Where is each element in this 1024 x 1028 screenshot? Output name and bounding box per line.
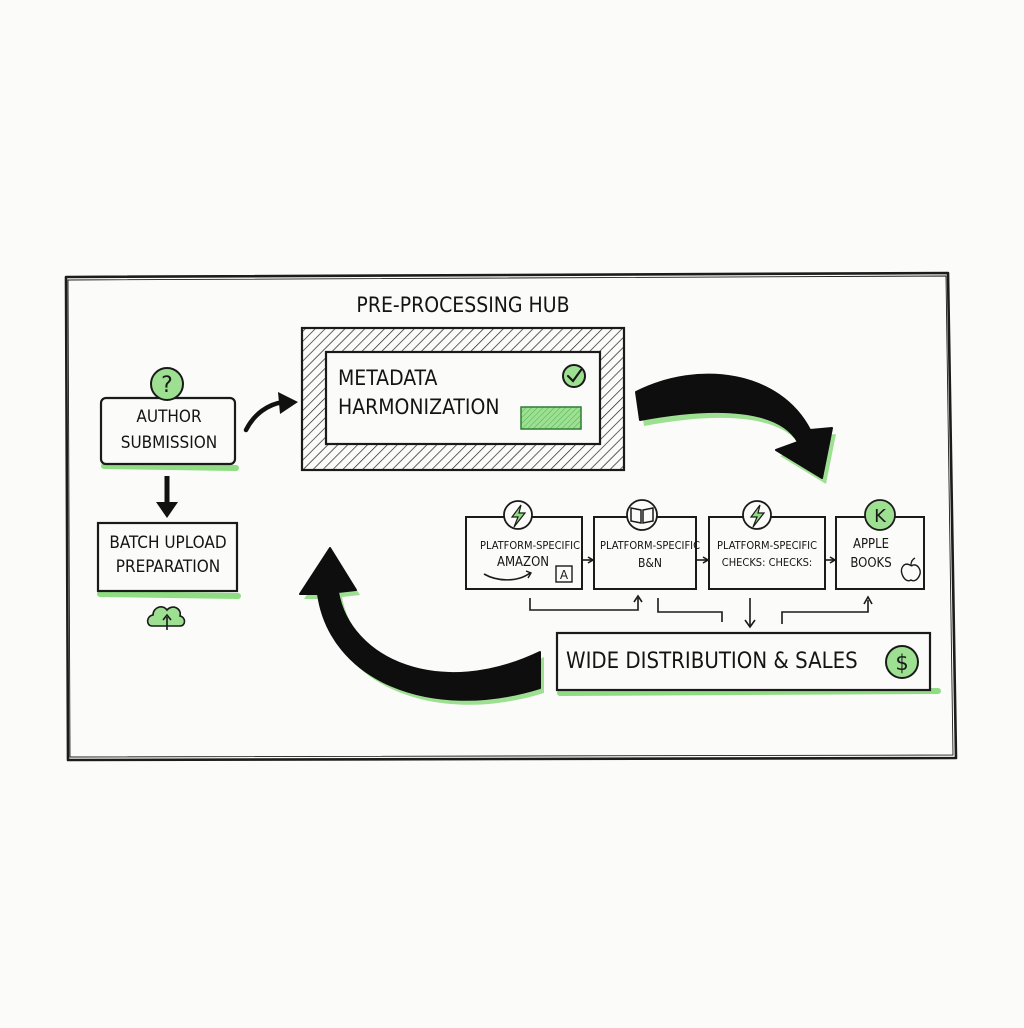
question-mark-icon: ? bbox=[150, 367, 184, 401]
metadata-progress-bar bbox=[520, 406, 582, 430]
batch-upload-box bbox=[96, 521, 239, 593]
lightning-icon bbox=[503, 500, 533, 530]
lightning-icon bbox=[742, 500, 772, 530]
distribution-label: WIDE DISTRIBUTION & SALES bbox=[566, 649, 858, 674]
cloud-upload-icon bbox=[146, 606, 186, 630]
platform-bn-line2: B&N bbox=[638, 556, 662, 570]
svg-text:K: K bbox=[874, 506, 887, 527]
platform-amazon-line2: AMAZON bbox=[496, 555, 550, 570]
platform-checks-line1: PLATFORM-SPECIFIC bbox=[716, 539, 817, 552]
k-letter-icon: K bbox=[864, 499, 896, 531]
svg-text:$: $ bbox=[895, 651, 908, 675]
arrow-hub-to-platforms bbox=[635, 373, 836, 484]
amazon-a-badge-icon: A bbox=[555, 565, 573, 583]
apple-logo-icon bbox=[900, 557, 921, 582]
check-circle-icon bbox=[562, 364, 586, 388]
outer-frame-sketch bbox=[67, 275, 954, 758]
author-label-line1: AUTHOR bbox=[136, 407, 202, 427]
outer-frame bbox=[64, 271, 958, 762]
hub-title: PRE-PROCESSING HUB bbox=[356, 293, 570, 317]
metadata-label-line1: METADATA bbox=[338, 366, 438, 390]
batch-label-line1: BATCH UPLOAD bbox=[109, 533, 227, 553]
platform-apple-line2: BOOKS bbox=[850, 556, 892, 571]
author-label-line2: SUBMISSION bbox=[120, 433, 218, 453]
arrow-author-to-hub bbox=[243, 392, 298, 433]
platform-checks-line2: CHECKS: CHECKS: bbox=[721, 556, 813, 569]
arrow-author-to-batch bbox=[156, 476, 178, 518]
svg-text:?: ? bbox=[161, 373, 173, 398]
batch-label-line2: PREPARATION bbox=[115, 557, 221, 577]
dollar-icon: $ bbox=[885, 645, 919, 679]
platform-apple-line1: APPLE bbox=[852, 537, 889, 552]
platform-bn-line1: PLATFORM-SPECIFIC bbox=[599, 539, 700, 552]
distribution-box bbox=[555, 631, 932, 692]
open-book-icon bbox=[626, 499, 658, 531]
batch-upload-shadow bbox=[97, 591, 241, 599]
svg-text:A: A bbox=[560, 568, 569, 582]
metadata-label-line2: HARMONIZATION bbox=[338, 395, 500, 419]
distribution-shadow bbox=[557, 688, 941, 696]
amazon-smile-icon bbox=[483, 570, 533, 581]
author-submission-shadow bbox=[101, 463, 239, 471]
platform-connector-arrows bbox=[529, 556, 873, 629]
arrow-distribution-to-hub bbox=[299, 547, 544, 705]
platform-box-checks bbox=[708, 516, 826, 590]
platform-amazon-line1: PLATFORM-SPECIFIC bbox=[479, 539, 580, 552]
